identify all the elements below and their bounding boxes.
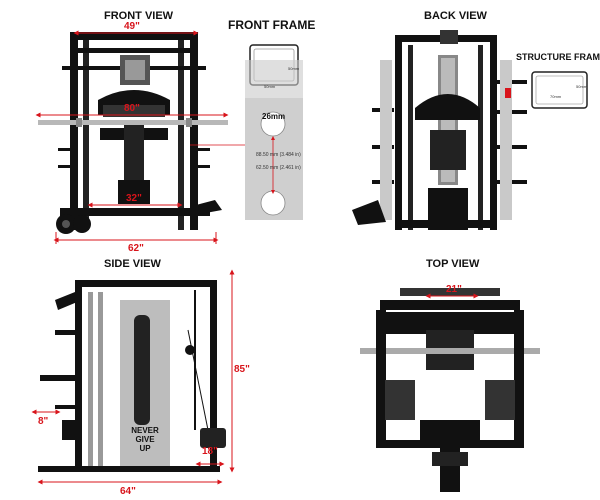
structure-frame-title: STRUCTURE FRAME [516,52,600,62]
front-frame-tube-h: 50mm [288,66,300,71]
front-frame-spacing-1: 88.50 mm (3.484 in) [256,152,301,158]
side-height-label: 85" [234,364,250,375]
front-view-title: FRONT VIEW [104,10,174,22]
slogan-line-1: NEVER [131,426,159,435]
slogan-line-2: GIVE [135,435,155,444]
top-width-label: 21" [446,284,462,295]
front-frame-tube-w: 50mm [264,84,276,89]
front-base-width-label: 62" [128,243,144,254]
side-rear-label: 18" [202,446,218,457]
slogan-line-3: UP [139,444,151,453]
side-depth-label: 64" [120,486,136,497]
front-bar-width-label: 80" [124,103,140,114]
back-view-machine [352,30,527,230]
structure-frame-detail [531,71,588,109]
top-view-title: TOP VIEW [426,258,480,270]
structure-frame-w: 70mm [550,94,562,99]
side-view-title: SIDE VIEW [104,258,161,270]
front-top-width-label: 49" [124,21,140,32]
front-inner-width-label: 32" [126,193,142,204]
side-arm-label: 8" [38,416,49,427]
side-view-machine [38,280,226,472]
slogan: NEVER GIVE UP [122,426,168,453]
front-frame-detail [245,44,303,220]
structure-frame-h: 50mm [576,84,588,89]
top-view-machine [360,288,540,492]
back-view-title: BACK VIEW [424,10,487,22]
front-frame-title: FRONT FRAME [228,18,316,32]
front-frame-spacing-2: 62.50 mm (2.461 in) [256,165,301,171]
front-frame-hole-label: 26mm [262,112,286,121]
